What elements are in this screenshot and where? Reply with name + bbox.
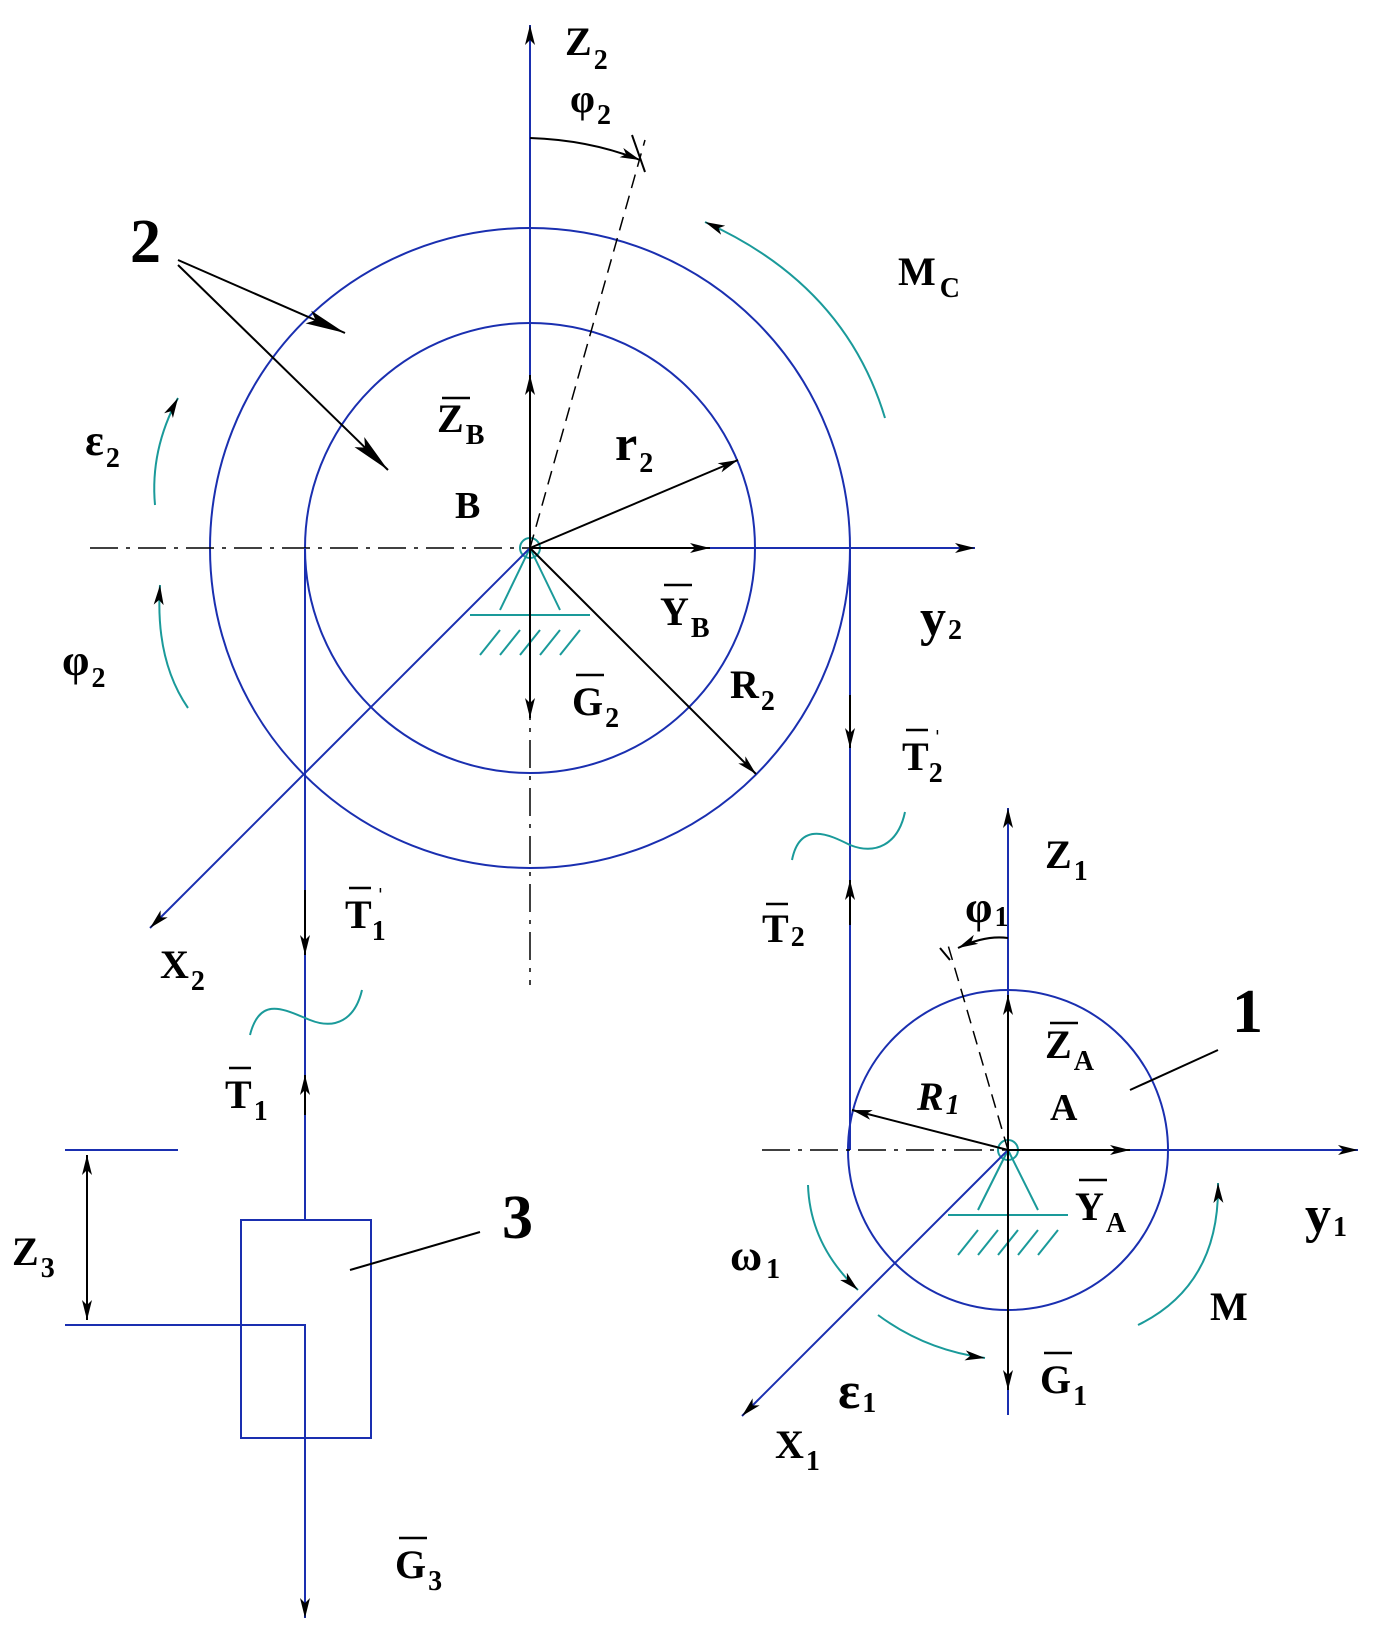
phi2-left-arc [153, 584, 189, 709]
body2-leader-inner [177, 264, 389, 471]
label-body3: 3 [502, 1184, 533, 1252]
body3-leader [349, 1231, 481, 1271]
label-x2: X2 [160, 942, 205, 997]
label-body1: 1 [1232, 978, 1263, 1046]
m-moment-arc [1137, 1182, 1224, 1326]
label-r2: r2 [615, 415, 653, 479]
phi1-rotated-axis [947, 944, 1009, 1151]
label-zb: ZB [437, 396, 484, 451]
label-eps1: ε1 [838, 1363, 876, 1420]
phi2-top-arc [529, 137, 641, 161]
label-yb: YB [660, 589, 710, 644]
label-t1-prime: T1ˈ [345, 884, 386, 947]
r2-radius-arrow [529, 459, 739, 549]
label-z1: Z1 [1045, 832, 1088, 887]
label-g3: G3 [395, 1542, 442, 1597]
support-a [948, 1149, 1068, 1256]
label-g2: G2 [572, 679, 619, 734]
label-za: ZA [1045, 1022, 1095, 1077]
label-body2: 2 [130, 208, 161, 276]
pulley-2 [90, 25, 975, 985]
label-t2: T2 [762, 906, 805, 953]
label-y1: y1 [1305, 1187, 1347, 1244]
label-g1: G1 [1040, 1357, 1087, 1412]
body2-leader-outer [177, 259, 346, 334]
x1-axis [741, 1149, 1009, 1417]
mc-moment-arc [704, 221, 886, 419]
label-phi2-top: φ2 [570, 76, 611, 131]
rope-right-break [791, 811, 906, 861]
phi2-rotated-axis [529, 139, 646, 549]
eps2-arc [153, 397, 179, 506]
label-phi2-left: φ2 [62, 636, 105, 694]
block-3 [65, 1149, 481, 1439]
label-ya: YA [1075, 1184, 1127, 1239]
label-x1: X1 [775, 1422, 820, 1477]
label-phi1: φ1 [965, 883, 1008, 933]
r2-big-radius-arrow [529, 547, 757, 775]
eps1-arc [877, 1314, 986, 1361]
phi1-arc [957, 934, 1009, 949]
x2-axis [149, 547, 531, 929]
label-z3: Z3 [12, 1229, 55, 1284]
phi1-rotated-axis-tick [939, 947, 951, 961]
label-t2-prime: T2ˈ [902, 726, 943, 789]
label-t1: T1 [225, 1072, 268, 1127]
label-a: A [1050, 1087, 1078, 1129]
label-y2: y2 [920, 590, 962, 647]
rope-left-break [249, 989, 363, 1036]
body1-leader [1129, 1049, 1219, 1091]
label-r1: R1 [916, 1074, 960, 1121]
label-r2-big: R2 [730, 662, 775, 717]
label-m: M [1210, 1284, 1248, 1329]
label-z2: Z2 [565, 19, 608, 76]
phi2-rotated-axis-tick [631, 134, 646, 173]
z3-bottom-ref [65, 1324, 306, 1438]
label-b: B [455, 485, 480, 527]
drum-1 [741, 808, 1358, 1417]
label-eps2: ε2 [85, 416, 120, 474]
r1-radius-arrow [851, 1109, 1009, 1151]
omega1-arc [807, 1184, 859, 1291]
